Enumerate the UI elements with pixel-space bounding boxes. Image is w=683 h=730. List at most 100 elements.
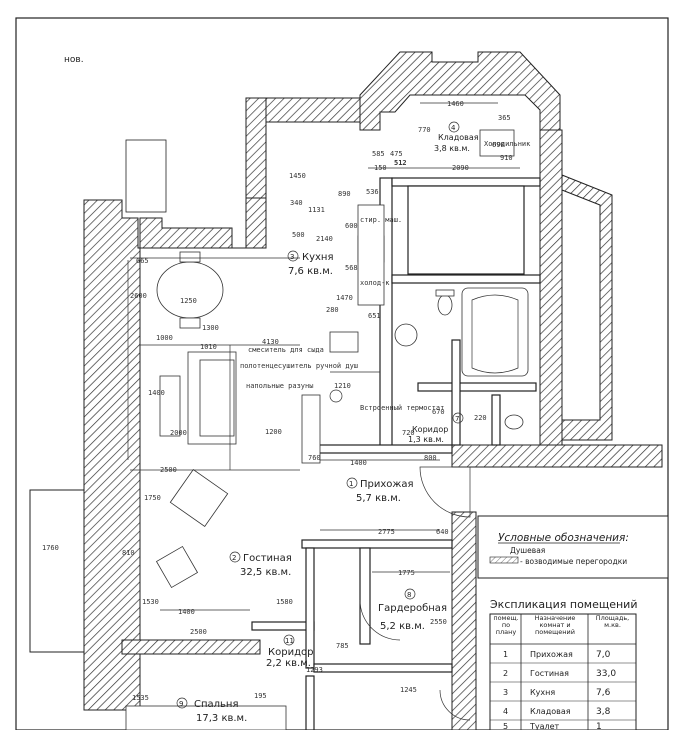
svg-text:Туалет: Туалет xyxy=(529,722,560,730)
svg-text:150: 150 xyxy=(374,164,387,172)
svg-text:Коридор: Коридор xyxy=(268,647,313,658)
svg-text:1535: 1535 xyxy=(132,694,149,702)
table-row: 3 xyxy=(503,688,508,697)
table-row: 5 xyxy=(503,722,508,730)
svg-text:651: 651 xyxy=(368,312,381,320)
room-label-kladovaya: 4 Кладовая 3,8 кв.м. xyxy=(434,121,479,153)
svg-text:Прихожая: Прихожая xyxy=(530,650,573,659)
svg-text:1760: 1760 xyxy=(42,544,59,552)
svg-text:1: 1 xyxy=(596,722,602,730)
svg-text:640: 640 xyxy=(436,528,449,536)
svg-text:1200: 1200 xyxy=(265,428,282,436)
svg-text:2: 2 xyxy=(232,554,236,562)
svg-text:смеситель для сыда: смеситель для сыда xyxy=(248,346,324,354)
svg-text:1293: 1293 xyxy=(306,666,323,674)
svg-text:1210: 1210 xyxy=(334,382,351,390)
room-label-kukhnya: 3 Кухня 7,6 кв.м. xyxy=(287,250,334,277)
svg-text:2500: 2500 xyxy=(190,628,207,636)
balcony-top xyxy=(125,139,167,213)
svg-text:Гардеробная: Гардеробная xyxy=(378,603,447,614)
svg-text:напольные разуны: напольные разуны xyxy=(246,382,313,390)
svg-text:910: 910 xyxy=(500,154,513,162)
svg-text:5,2 кв.м.: 5,2 кв.м. xyxy=(380,621,425,632)
svg-text:512: 512 xyxy=(394,159,407,167)
svg-text:220: 220 xyxy=(474,414,487,422)
svg-text:1400: 1400 xyxy=(148,389,165,397)
svg-text:280: 280 xyxy=(326,306,339,314)
svg-text:8: 8 xyxy=(407,591,411,599)
furniture xyxy=(125,129,529,730)
svg-text:1400: 1400 xyxy=(178,608,195,616)
table-header-num: помещ. по плану xyxy=(493,615,519,636)
svg-text:Экспликация помещений: Экспликация помещений xyxy=(490,598,638,611)
svg-text:4: 4 xyxy=(451,124,456,132)
svg-text:568: 568 xyxy=(345,264,358,272)
svg-text:11: 11 xyxy=(285,637,294,645)
svg-text:536: 536 xyxy=(366,188,379,196)
svg-text:720: 720 xyxy=(402,429,415,437)
svg-text:690: 690 xyxy=(492,141,505,149)
room-label-koridor-top: 7 Коридор 1,3 кв.м. xyxy=(408,412,464,444)
svg-text:2,2 кв.м.: 2,2 кв.м. xyxy=(266,658,311,669)
table-header-name: Назначение комнат и помещений xyxy=(534,615,576,636)
svg-text:1000: 1000 xyxy=(156,334,173,342)
svg-text:5,7 кв.м.: 5,7 кв.м. xyxy=(356,493,401,504)
svg-text:9: 9 xyxy=(179,700,183,708)
svg-text:1131: 1131 xyxy=(308,206,325,214)
svg-text:4130: 4130 xyxy=(262,338,279,346)
table-row: 2 xyxy=(503,669,508,678)
svg-text:1250: 1250 xyxy=(180,297,197,305)
partitions xyxy=(251,177,541,730)
room-label-spalnya: 9 Спальня 17,3 кв.м. xyxy=(176,697,247,724)
table-row: 4 xyxy=(503,707,508,716)
svg-text:665: 665 xyxy=(136,257,149,265)
svg-text:2090: 2090 xyxy=(452,164,469,172)
svg-text:стир. маш.: стир. маш. xyxy=(360,216,402,224)
svg-text:2000: 2000 xyxy=(170,429,187,437)
outer-walls xyxy=(83,51,663,730)
svg-text:3,8: 3,8 xyxy=(596,707,611,717)
svg-text:Прихожая: Прихожая xyxy=(360,479,414,490)
svg-text:1460: 1460 xyxy=(447,100,464,108)
room-label-prikhozhaya: 1 Прихожая 5,7 кв.м. xyxy=(346,477,414,504)
svg-text:- возводимые перегородки: - возводимые перегородки xyxy=(520,557,627,566)
svg-text:полотенцесушитель ручной душ: полотенцесушитель ручной душ xyxy=(240,362,358,370)
svg-text:770: 770 xyxy=(418,126,431,134)
svg-text:Холодильник: Холодильник xyxy=(484,140,531,148)
svg-text:2600: 2600 xyxy=(130,292,147,300)
svg-text:1470: 1470 xyxy=(336,294,353,302)
balcony-left xyxy=(29,489,85,653)
svg-text:Гостиная: Гостиная xyxy=(243,553,292,564)
table-header-area: Площадь, м.кв. xyxy=(595,615,630,629)
corner-note: нов. xyxy=(64,55,84,65)
svg-text:Встроенный термостат: Встроенный термостат xyxy=(360,404,444,412)
svg-text:195: 195 xyxy=(254,692,267,700)
svg-text:Условные обозначения:: Условные обозначения: xyxy=(498,532,629,544)
svg-text:1530: 1530 xyxy=(142,598,159,606)
svg-text:500: 500 xyxy=(292,231,305,239)
svg-text:585: 585 xyxy=(372,150,385,158)
svg-text:800: 800 xyxy=(424,454,437,462)
svg-text:2500: 2500 xyxy=(160,466,177,474)
svg-text:17,3 кв.м.: 17,3 кв.м. xyxy=(196,713,247,724)
svg-text:Коридор: Коридор xyxy=(412,425,448,434)
svg-text:Кладовая: Кладовая xyxy=(530,707,571,716)
svg-text:1: 1 xyxy=(349,480,353,488)
svg-text:785: 785 xyxy=(336,642,349,650)
svg-text:холод-к: холод-к xyxy=(360,279,390,287)
svg-text:Спальня: Спальня xyxy=(194,699,239,710)
explication-table: Экспликация помещений помещ. по плану На… xyxy=(489,598,638,730)
svg-text:1,3 кв.м.: 1,3 кв.м. xyxy=(408,435,444,444)
dimension-lines xyxy=(127,102,520,611)
svg-text:2140: 2140 xyxy=(316,235,333,243)
svg-text:32,5 кв.м.: 32,5 кв.м. xyxy=(240,567,291,578)
svg-text:810: 810 xyxy=(122,549,135,557)
svg-text:7,0: 7,0 xyxy=(596,650,611,660)
svg-text:3: 3 xyxy=(290,253,294,261)
svg-text:Душевая: Душевая xyxy=(510,546,545,555)
svg-text:1245: 1245 xyxy=(400,686,417,694)
svg-text:7: 7 xyxy=(455,415,459,423)
fixture-notes: смеситель для сыда полотенцесушитель руч… xyxy=(240,140,531,412)
svg-text:670: 670 xyxy=(432,408,445,416)
